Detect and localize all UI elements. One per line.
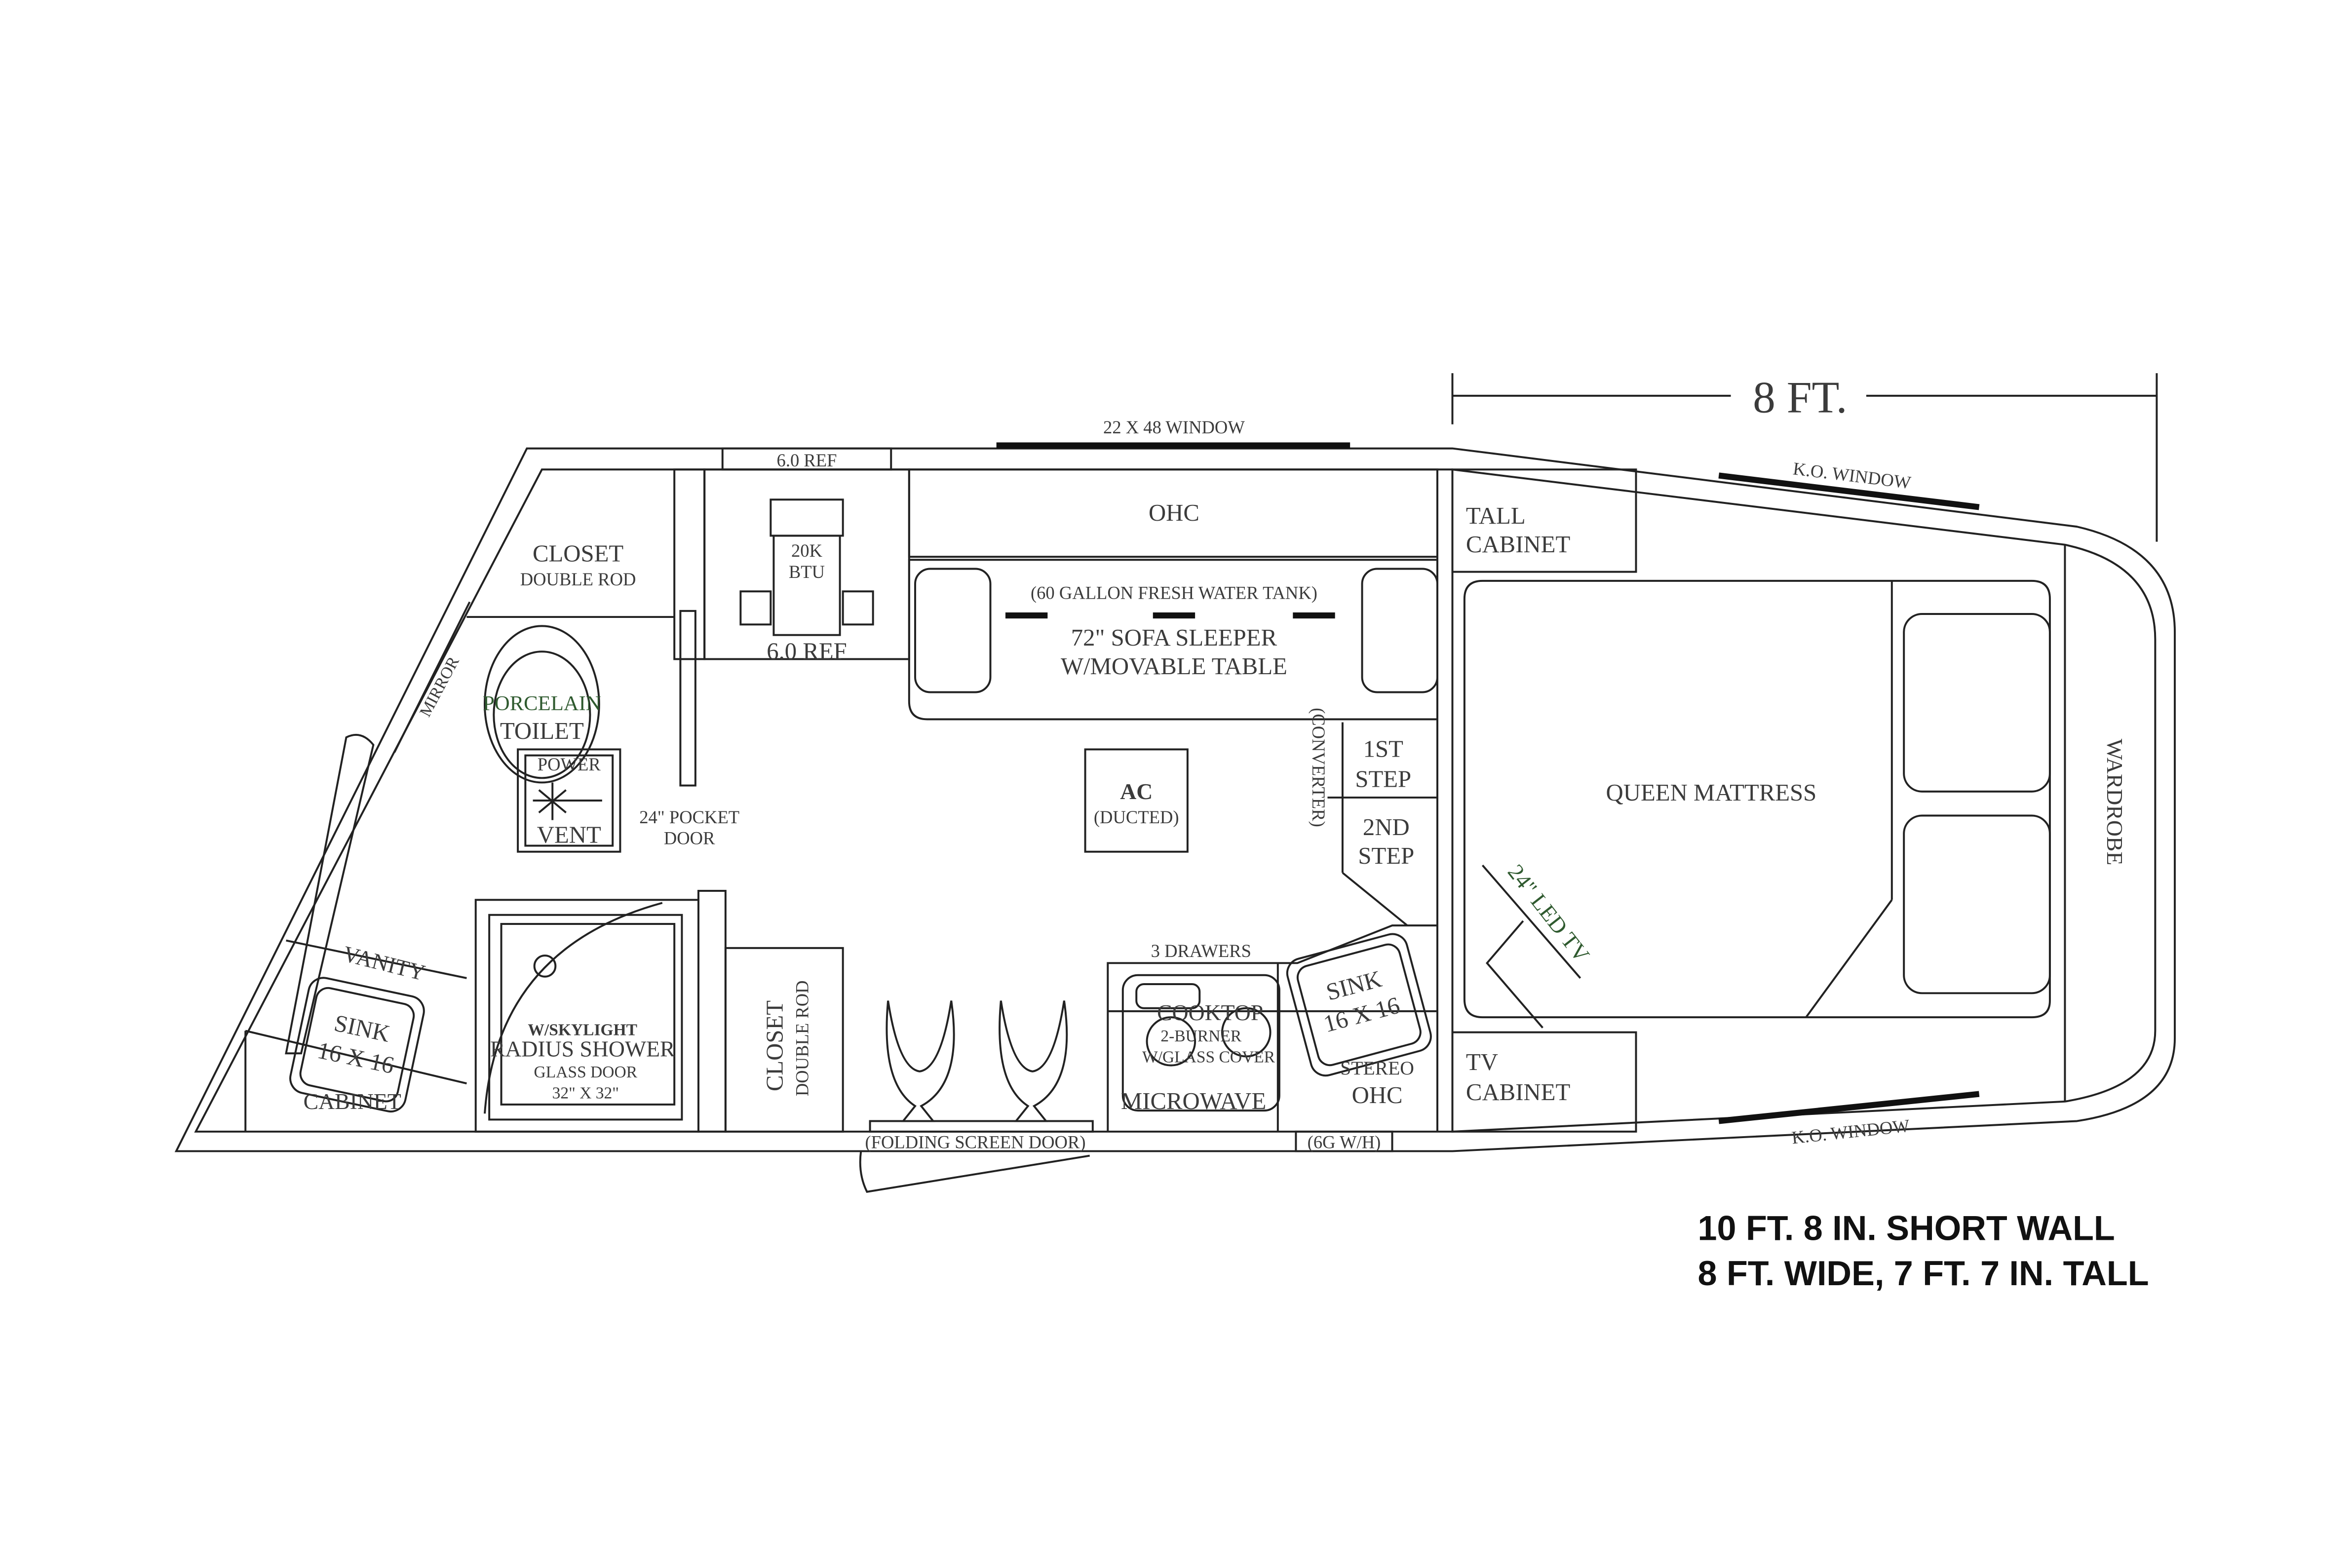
microwave-label: MICROWAVE <box>1121 1088 1266 1114</box>
entry-door[interactable] <box>859 1151 1090 1193</box>
step-2-line1: 2ND <box>1363 814 1410 841</box>
ref-bottom-label: 6.0 REF <box>767 638 847 664</box>
ref-top-label: 6.0 REF <box>777 450 837 470</box>
queen-mattress: QUEEN MATTRESS <box>1463 579 2051 1019</box>
converter-label: (CONVERTER) <box>1309 708 1329 827</box>
tall-cabinet-1: TALL <box>1466 502 1526 529</box>
drawers-label: 3 DRAWERS <box>1151 941 1251 961</box>
spec-line-2: 8 FT. WIDE, 7 FT. 7 IN. TALL <box>1697 1254 2149 1293</box>
svg-text:W/SKYLIGHT: W/SKYLIGHT <box>528 1021 637 1039</box>
furnace: 20K BTU <box>739 498 874 636</box>
cooktop: COOKTOP 2-BURNER W/GLASS COVER <box>1121 974 1280 1112</box>
svg-text:AC: AC <box>1120 779 1153 804</box>
svg-text:POWER: POWER <box>538 754 601 774</box>
top-window-label: 22 X 48 WINDOW <box>1103 417 1245 437</box>
step-1-line1: 1ST <box>1363 736 1403 763</box>
tv-cabinet-2: CABINET <box>1466 1079 1570 1106</box>
wardrobe-label: WARDROBE <box>2102 739 2127 866</box>
tall-cabinet-2: CABINET <box>1466 531 1570 558</box>
step-1-line2: STEP <box>1355 766 1411 793</box>
svg-text:W/GLASS COVER: W/GLASS COVER <box>1142 1048 1275 1067</box>
ac-unit: AC (DUCTED) <box>1084 748 1189 853</box>
bath-cabinet-label: CABINET <box>304 1089 401 1114</box>
toilet: PORCELAIN TOILET <box>483 625 601 784</box>
svg-text:W/MOVABLE TABLE: W/MOVABLE TABLE <box>1061 653 1287 680</box>
led-tv: 24" LED TV <box>1481 860 1595 1029</box>
spec-line-1: 10 FT. 8 IN. SHORT WALL <box>1697 1209 2115 1247</box>
pocket-door-label-1: 24" POCKET <box>639 807 739 827</box>
tv-cabinet-1: TV <box>1466 1049 1498 1075</box>
svg-text:BTU: BTU <box>789 562 825 582</box>
screen-door-label: (FOLDING SCREEN DOOR) <box>865 1132 1085 1152</box>
svg-text:24" LED TV: 24" LED TV <box>1503 860 1595 967</box>
ko-window-bottom-label: K.O. WINDOW <box>1791 1115 1911 1148</box>
dimension-label: 8 FT. <box>1753 372 1847 422</box>
pocket-door[interactable] <box>679 610 696 787</box>
closet-rear: CLOSET DOUBLE ROD <box>724 947 844 1133</box>
svg-text:COOKTOP: COOKTOP <box>1157 1000 1263 1025</box>
pocket-door-label-2: DOOR <box>664 828 715 848</box>
stereo-ohc-label: OHC <box>1352 1082 1403 1109</box>
step-2-line2: STEP <box>1358 842 1414 869</box>
svg-text:2-BURNER: 2-BURNER <box>1160 1027 1242 1045</box>
closet-front-title: CLOSET <box>533 540 623 567</box>
saddle-racks <box>869 1000 1094 1133</box>
svg-text:TOILET: TOILET <box>500 718 584 744</box>
svg-text:(DUCTED): (DUCTED) <box>1094 807 1179 827</box>
closet-front-sub: DOUBLE ROD <box>520 569 636 589</box>
ohc-top-label: OHC <box>1149 499 1199 526</box>
radius-shower: W/SKYLIGHT RADIUS SHOWER GLASS DOOR 32" … <box>474 899 699 1133</box>
ko-window-top <box>1718 472 1980 510</box>
svg-text:(60 GALLON FRESH WATER TANK): (60 GALLON FRESH WATER TANK) <box>1031 582 1317 603</box>
width-dimension: 8 FT. <box>1451 372 2158 542</box>
svg-text:GLASS DOOR: GLASS DOOR <box>534 1063 638 1081</box>
ko-window-bottom <box>1718 1091 1980 1124</box>
svg-text:QUEEN MATTRESS: QUEEN MATTRESS <box>1606 779 1817 806</box>
svg-text:72" SOFA SLEEPER: 72" SOFA SLEEPER <box>1071 624 1277 651</box>
power-vent: POWER VENT <box>517 748 621 853</box>
bathroom-door[interactable] <box>285 733 375 1055</box>
svg-text:VENT: VENT <box>537 821 601 848</box>
water-heater-label: (6G W/H) <box>1308 1132 1381 1152</box>
stereo-label: STEREO <box>1340 1057 1414 1079</box>
svg-text:32" X 32": 32" X 32" <box>552 1084 619 1103</box>
svg-text:20K: 20K <box>791 540 823 561</box>
svg-text:CLOSET: CLOSET <box>762 1000 788 1091</box>
vanity-label: VANITY <box>341 941 428 985</box>
svg-text:RADIUS SHOWER: RADIUS SHOWER <box>490 1036 675 1061</box>
svg-text:PORCELAIN: PORCELAIN <box>483 692 601 715</box>
sofa-sleeper: (60 GALLON FRESH WATER TANK) 72" SOFA SL… <box>908 559 1438 721</box>
svg-text:DOUBLE ROD: DOUBLE ROD <box>792 980 812 1096</box>
